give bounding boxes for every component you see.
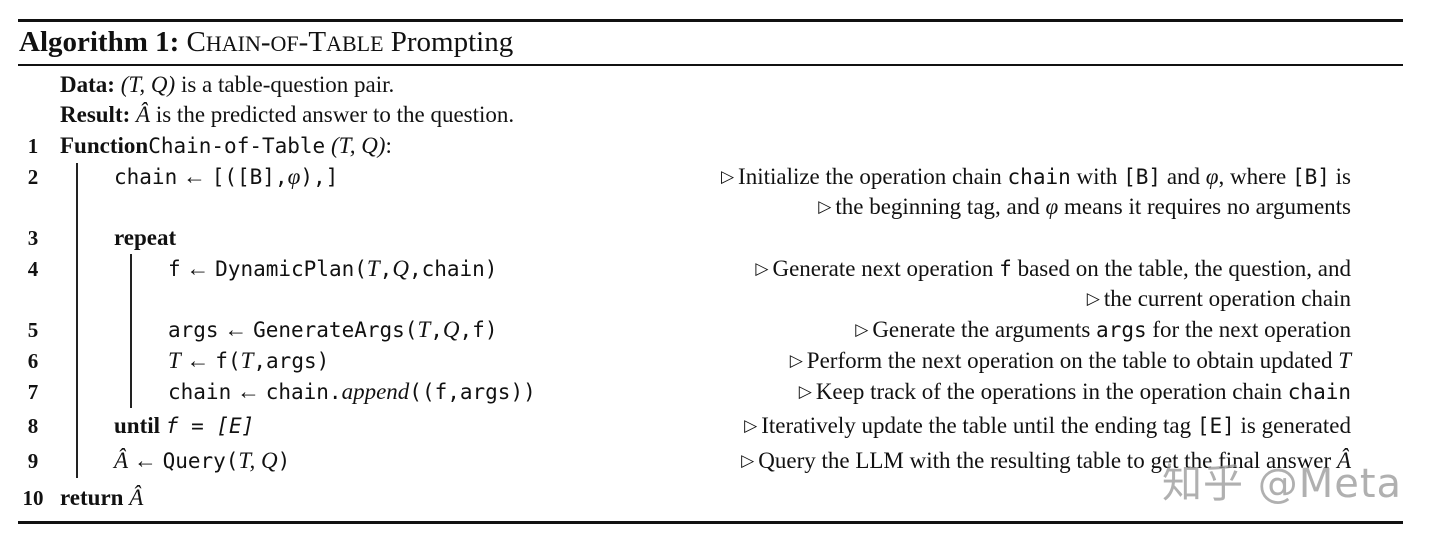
code-line-8: until f = [E] [114,413,255,438]
code-line-3: repeat [114,225,177,250]
algorithm-title: Algorithm 1: CHAIN-OF-TABLE Prompting [19,24,513,62]
comment-line-2b: ▷the beginning tag, and φ means it requi… [818,194,1351,219]
code-line-9: Â ← Query(T, Q) [114,448,291,473]
line-number: 2 [27,165,39,189]
line-number: 1 [27,134,39,158]
algorithm-label: Algorithm 1: [19,26,180,58]
comment-triangle-icon: ▷ [1086,289,1100,308]
algorithm-name: CHAIN-OF-TABLE [186,26,384,58]
comment-triangle-icon: ▷ [755,259,769,278]
comment-line-7: ▷Keep track of the operations in the ope… [798,379,1351,404]
algorithm-name-suffix: Prompting [390,26,514,58]
line-number: 8 [27,414,39,438]
code-line-1: FunctionChain-of-Table (T, Q): [60,133,392,158]
line-number: 4 [27,257,39,281]
comment-line-4b: ▷the current operation chain [1086,286,1351,311]
comment-triangle-icon: ▷ [741,451,755,470]
result-line: Result: Â is the predicted answer to the… [60,102,515,127]
line-number: 9 [27,449,39,473]
comment-triangle-icon: ▷ [798,382,812,401]
line-number: 6 [27,349,39,373]
comment-triangle-icon: ▷ [720,167,735,186]
comment-triangle-icon: ▷ [855,320,869,339]
comment-line-2a: ▷Initialize the operation chain chain wi… [720,164,1351,189]
header-rule [18,64,1403,66]
comment-line-6: ▷Perform the next operation on the table… [789,348,1351,373]
line-number: 3 [27,226,39,250]
comment-line-4a: ▷Generate next operation f based on the … [755,256,1351,281]
comment-triangle-icon: ▷ [818,197,832,216]
comment-line-8: ▷Iteratively update the table until the … [744,413,1351,438]
function-scope-bar [76,163,78,478]
code-line-4: f ← DynamicPlan(T,Q,chain) [168,256,498,281]
repeat-scope-bar [130,254,132,408]
line-number: 5 [27,318,39,342]
code-line-7: chain ← chain.append((f,args)) [168,379,536,404]
code-line-2: chain ← [([B],φ),] [114,164,339,189]
comment-triangle-icon: ▷ [789,351,803,370]
code-line-6: T ← f(T,args) [168,348,330,373]
bottom-rule [18,521,1403,524]
watermark: 知乎 @Meta [1162,461,1403,507]
code-line-5: args ← GenerateArgs(T,Q,f) [168,317,498,342]
comment-line-5: ▷Generate the arguments args for the nex… [855,317,1351,342]
line-number: 10 [22,486,44,510]
top-rule [18,19,1403,22]
comment-triangle-icon: ▷ [744,416,758,435]
comment-line-9: ▷Query the LLM with the resulting table … [741,448,1351,473]
data-line: Data: (T, Q) is a table-question pair. [60,72,395,97]
line-number: 7 [27,380,39,404]
code-line-10: return Â [60,485,144,510]
